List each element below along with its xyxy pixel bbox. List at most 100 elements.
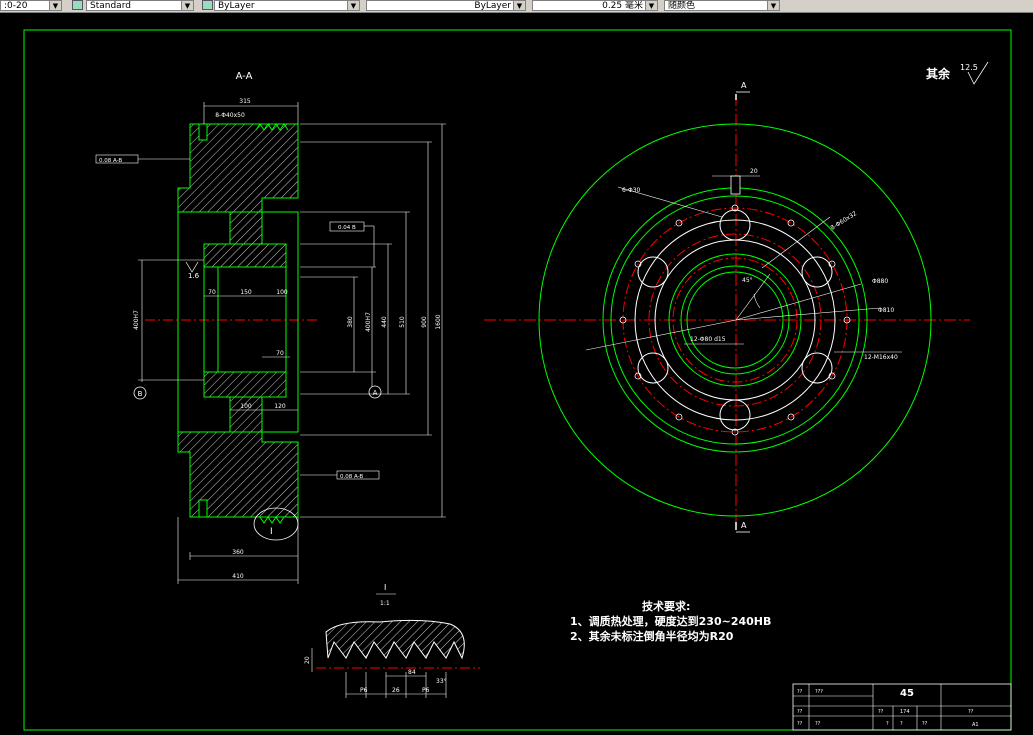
svg-text:??: ?? — [878, 709, 884, 715]
svg-text:A: A — [373, 389, 378, 397]
surface-note-text: 其余 — [926, 66, 951, 81]
svg-text:0.08 A-B: 0.08 A-B — [99, 158, 122, 164]
layer-icon[interactable] — [202, 0, 213, 10]
dim-315: 315 — [239, 98, 251, 105]
chevron-down-icon: ▼ — [645, 1, 657, 10]
dim-400h7-left: 400H7 — [133, 310, 140, 330]
dim-400h7-right: 400H7 — [365, 312, 372, 332]
chevron-down-icon: ▼ — [49, 1, 61, 10]
dim-20: 20 — [750, 168, 758, 175]
detail-label: I — [270, 527, 273, 537]
svg-text:174: 174 — [900, 709, 910, 715]
svg-text:??: ?? — [797, 709, 803, 715]
svg-text:0.04 B: 0.04 B — [338, 225, 356, 231]
dim-8x40: 8-Φ40x50 — [215, 112, 245, 119]
drawing-canvas[interactable]: A-A I — [0, 12, 1033, 735]
layer-value: ByLayer — [218, 1, 255, 11]
section-dim-text: 315 8-Φ40x50 70 150 100 70 100 120 360 4… — [133, 98, 442, 580]
hub-inner-circle — [668, 253, 802, 387]
svg-text:??: ?? — [815, 721, 821, 727]
teeth-top — [255, 123, 289, 131]
dim-8x60: 8-Φ60x32 — [829, 210, 858, 232]
color-combo[interactable]: 随颜色 ▼ — [664, 0, 780, 11]
section-view: A-A I — [95, 71, 446, 584]
dim-380: 380 — [347, 316, 354, 328]
tech-req-1: 1、调质热处理，硬度达到230~240HB — [570, 615, 772, 628]
detail-title: I — [384, 583, 386, 592]
textstyle-combo[interactable]: Standard ▼ — [86, 0, 194, 11]
web-upper-hatch — [229, 211, 263, 245]
dim-100a: 100 — [276, 289, 288, 296]
outer-circle — [538, 123, 932, 517]
dim-510: 510 — [399, 316, 406, 328]
dim-detail-p6b: P6 — [422, 687, 430, 694]
lineweight-combo[interactable]: 0.25 毫米▼ — [532, 0, 658, 11]
key-slot — [730, 175, 741, 195]
pitch-circle-outer — [622, 207, 848, 433]
dim-360: 360 — [232, 549, 244, 556]
datum-b: B — [133, 386, 147, 400]
dimstyle-combo[interactable]: :0-20 ▼ — [0, 0, 62, 11]
dim-45deg: 45° — [742, 277, 753, 284]
dim-detail-84: 84 — [408, 669, 416, 676]
dim-70b: 70 — [276, 350, 284, 357]
properties-toolbar: :0-20▼ Standard▼ ByLayer▼ ByLayer▼ 0.25 … — [0, 0, 1033, 13]
lineweight-value: 0.25 毫米 — [602, 1, 643, 11]
teeth-bottom — [259, 516, 285, 524]
color-value: 随颜色 — [668, 1, 696, 11]
chevron-down-icon: ▼ — [181, 1, 193, 10]
pitch-circle-inner — [672, 257, 798, 383]
dim-12m16: 12-M16x40 — [864, 354, 898, 361]
tech-req-title: 技术要求: — [642, 600, 691, 613]
dimstyle-value: :0-20 — [4, 1, 28, 11]
upper-rim-hatch — [177, 123, 299, 213]
dim-6x30: 6-Φ30 — [622, 187, 641, 194]
hub-upper-hatch — [203, 243, 287, 268]
linetype-value: ByLayer — [474, 1, 511, 11]
web-lower-hatch — [229, 396, 263, 433]
pitch-circle-mid — [648, 233, 822, 407]
svg-text:???: ??? — [815, 689, 823, 695]
surface-finish-note: 其余 12.5 — [926, 61, 989, 85]
datum-a: A — [368, 385, 382, 399]
textstyle-value: Standard — [90, 1, 131, 11]
text-style-icon[interactable] — [72, 0, 83, 10]
front-dim-text: 20 6-Φ30 8-Φ60x32 45° 12-Φ80 d15 12-M16x… — [622, 168, 898, 361]
rim-inner-circle — [610, 195, 860, 445]
bore-circle — [686, 271, 784, 369]
rim-hole-top — [198, 123, 208, 141]
tech-req-2: 2、其余未标注倒角半径均为R20 — [570, 630, 734, 643]
svg-text:?: ? — [900, 721, 903, 727]
cut-marker-top: A — [735, 81, 750, 100]
tolerance-frame-3: 0.08 A-B — [300, 470, 380, 480]
svg-text:A: A — [741, 81, 747, 90]
dim-70: 70 — [208, 289, 216, 296]
svg-text:??: ?? — [797, 689, 803, 695]
roughness-mark: 1.6 — [185, 261, 200, 280]
dim-12xm: 12-Φ80 d15 — [690, 336, 726, 343]
svg-text:?: ? — [886, 721, 889, 727]
svg-text:??: ?? — [968, 709, 974, 715]
dim-detail-26: 26 — [392, 687, 400, 694]
layer-combo[interactable]: ByLayer▼ — [214, 0, 360, 11]
chevron-down-icon: ▼ — [513, 1, 525, 10]
tolerance-frame-1: 0.08 A-B — [95, 154, 190, 164]
cut-marker-bottom: A — [735, 521, 750, 533]
front-leaders — [585, 175, 902, 353]
chevron-down-icon: ▼ — [767, 1, 779, 10]
section-label: A-A — [236, 71, 253, 82]
linetype-combo[interactable]: ByLayer▼ — [366, 0, 526, 11]
rim-hole-bottom — [198, 499, 208, 518]
title-block: 45 ?? ??? ?? 174 ?? ?? ?? ? ? ?? ?? A1 — [792, 683, 1012, 731]
dim-1600: 1600 — [435, 314, 442, 329]
svg-text:1.6: 1.6 — [188, 272, 200, 280]
svg-text:A1: A1 — [972, 722, 979, 728]
detail-scale: 1:1 — [380, 600, 390, 607]
bore-outer — [680, 265, 790, 375]
dim-100b: 100 — [240, 403, 252, 410]
detail-teeth-profile — [325, 619, 465, 660]
svg-text:B: B — [138, 390, 143, 398]
svg-text:??: ?? — [922, 721, 928, 727]
dim-detail-p6a: P6 — [360, 687, 368, 694]
web-circle — [634, 219, 836, 421]
